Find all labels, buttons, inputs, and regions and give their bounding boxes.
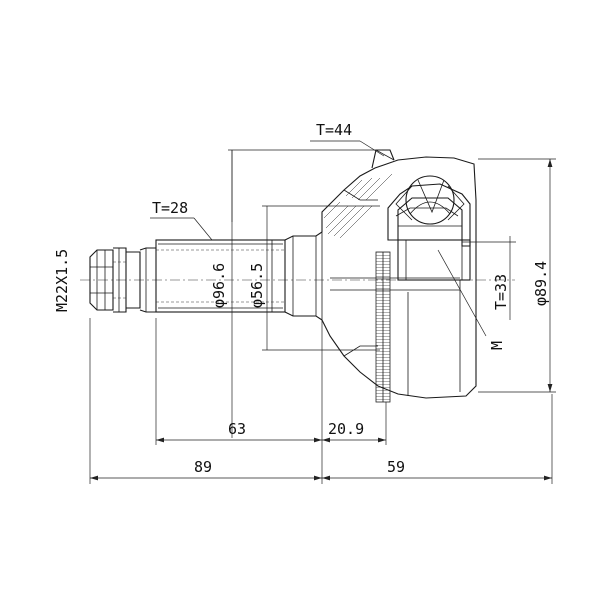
label-m: M — [488, 341, 506, 350]
label-t33: T=33 — [492, 274, 510, 310]
abs-tone-ring — [375, 251, 391, 403]
inner-race — [397, 239, 471, 281]
label-dim-20-9: 20.9 — [328, 420, 364, 438]
label-t28: T=28 — [152, 199, 188, 217]
outer-housing — [321, 149, 477, 399]
label-thread-m22: M22X1.5 — [53, 249, 71, 312]
label-dim-63: 63 — [228, 420, 246, 438]
label-diameter-96-6: φ96.6 — [210, 263, 228, 308]
label-dim-89: 89 — [194, 458, 212, 476]
threaded-end — [89, 247, 156, 313]
spline-shaft — [155, 239, 286, 313]
label-diameter-89-4: φ89.4 — [532, 261, 550, 306]
label-t44: T=44 — [316, 121, 352, 139]
label-dim-59: 59 — [387, 458, 405, 476]
label-diameter-56-5: φ56.5 — [248, 263, 266, 308]
ball-cage — [387, 183, 471, 247]
shaft-shoulder — [284, 231, 323, 321]
ball — [405, 175, 455, 225]
